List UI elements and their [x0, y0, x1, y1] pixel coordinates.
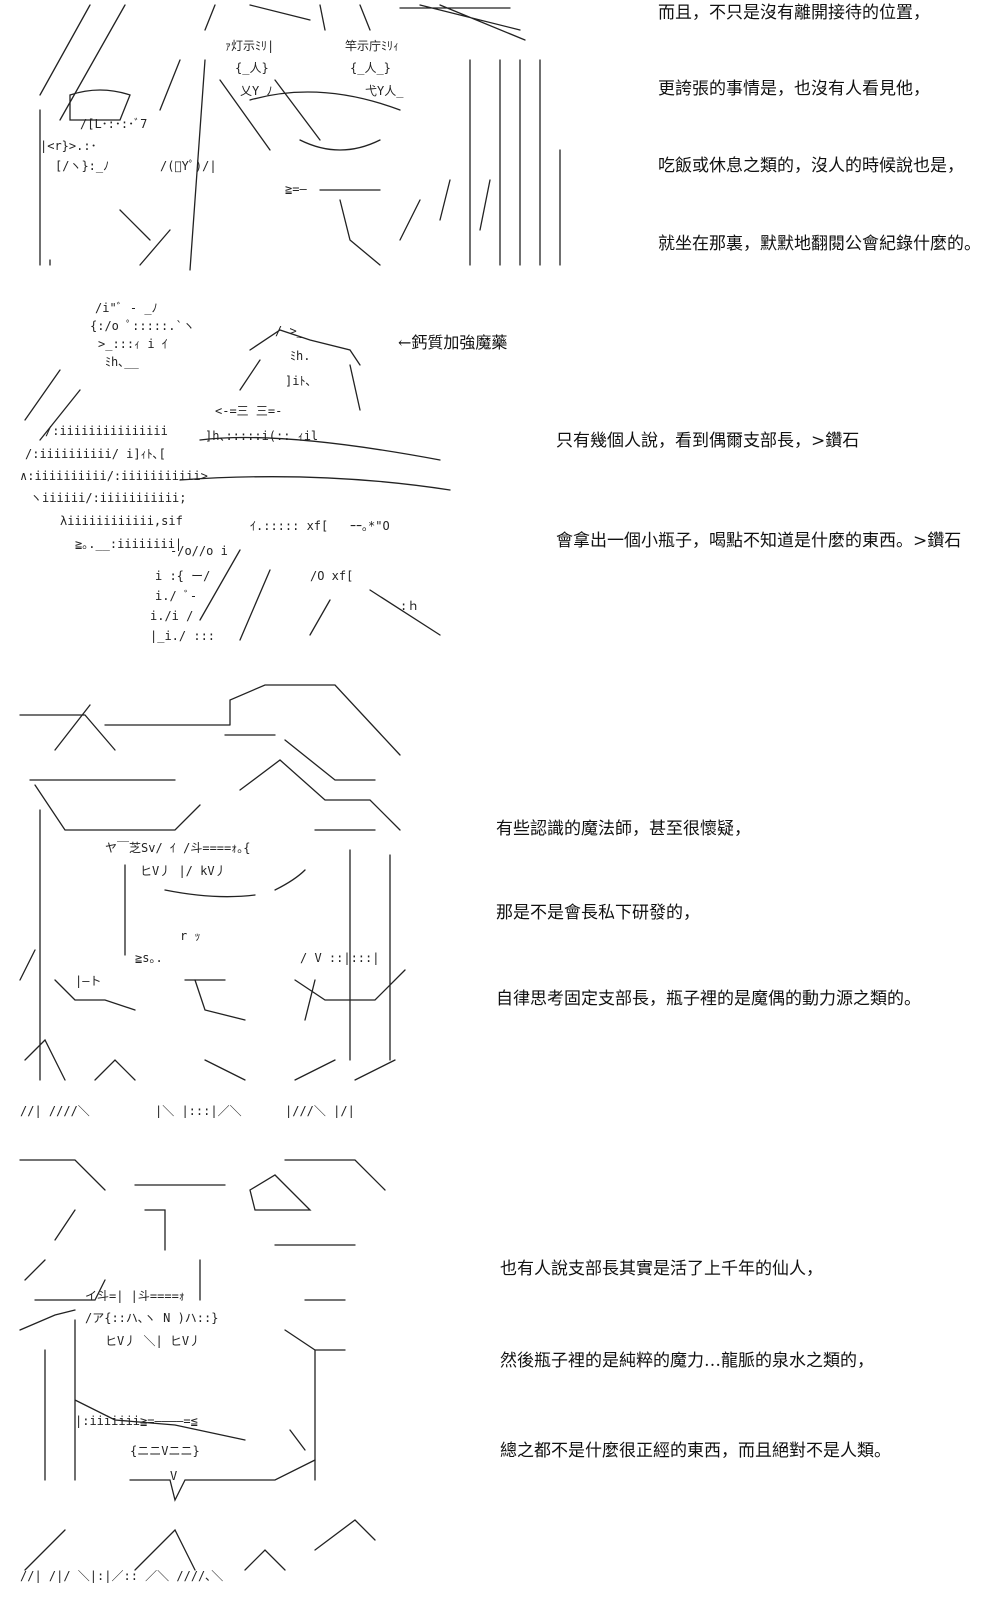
svg-text:ヒV丿 |/ kV丿: ヒV丿 |/ kV丿: [140, 864, 227, 878]
text-line: 就坐在那裏，默默地翻閱公會紀錄什麼的。: [658, 234, 981, 254]
svg-text:]iﾄ､: ]iﾄ､: [285, 374, 311, 388]
svg-text:≧=―: ≧=―: [285, 182, 307, 196]
svg-text:|＼ |:::|／＼: |＼ |:::|／＼: [155, 1104, 242, 1118]
svg-text:<-=三 三=-: <-=三 三=-: [215, 404, 282, 418]
svg-text:i./i /: i./i /: [150, 609, 193, 623]
svg-text:λiiiiiiiiiiii,sif: λiiiiiiiiiiii,sif: [60, 514, 183, 528]
svg-text:ヒV丿 ＼| ヒV丿: ヒV丿 ＼| ヒV丿: [105, 1334, 201, 1348]
svg-text:[/ヽ}:_ﾉ: [/ヽ}:_ﾉ: [55, 159, 109, 173]
svg-text:ｲ.::::: xf[: ｲ.::::: xf[: [250, 519, 328, 533]
svg-text:ヽiiiiii/:iiiiiiiiiii;: ヽiiiiii/:iiiiiiiiiii;: [30, 491, 187, 505]
svg-text:ｰｰ｡*"O: ｰｰ｡*"O: [350, 519, 390, 533]
panel-4: イ斗=| |斗====ｫ /ア{::ハ､ヽ N )ハ::} ヒV丿 ＼| ヒV丿…: [0, 1150, 1000, 1606]
svg-text:/[L･:･:･ﾞ7: /[L･:･:･ﾞ7: [80, 117, 147, 131]
svg-text:ﾐh.: ﾐh.: [290, 349, 310, 363]
svg-text:|_i./ :::: |_i./ :::: [150, 629, 215, 643]
text-line: 自律思考固定支部長，瓶子裡的是魔偶的動力源之類的。: [496, 989, 921, 1009]
text-line: 總之都不是什麼很正經的東西，而且絕對不是人類。: [500, 1441, 891, 1461]
text-line: 那是不是會長私下研發的，: [496, 903, 700, 923]
svg-text:{_人}: {_人}: [235, 61, 269, 75]
svg-text:弋Y人_: 弋Y人_: [365, 84, 404, 98]
svg-text:{_人_}: {_人_}: [350, 61, 391, 75]
text-line: 更誇張的事情是，也沒有人看見他，: [658, 79, 930, 99]
svg-text:/ V ::|:::|: / V ::|:::|: [300, 951, 379, 965]
svg-text:-/o//o i: -/o//o i: [170, 544, 228, 558]
text-line: 吃飯或休息之類的，沒人的時候說也是，: [658, 156, 964, 176]
svg-text:>_:::ｨ i ｲ: >_:::ｨ i ｲ: [98, 337, 168, 351]
svg-text:|<r}>.:･: |<r}>.:･: [40, 139, 97, 153]
svg-text:i./ ﾞ-: i./ ﾞ-: [155, 589, 197, 603]
ascii-art-panel-1: ｧ灯示ﾐﾘ| 竿示庁ﾐﾘｨ {_人} {_人_} 乂Y ﾉ 弋Y人_ /[L･:…: [20, 0, 580, 275]
svg-text:{:/o ﾟ:::::.`ヽ: {:/o ﾟ:::::.`ヽ: [90, 319, 195, 333]
svg-text:≧｡.__:iiiiiiii|: ≧｡.__:iiiiiiii|: [75, 537, 182, 551]
panel-2: /i"ﾞ - _ﾉ {:/o ﾟ:::::.`ヽ >_:::ｨ i ｲ ﾐh､_…: [0, 290, 1000, 660]
svg-text:r ｯ: r ｯ: [180, 929, 200, 943]
ascii-art-panel-3: ヤ￣芝Sv/ ｲ /斗====ｫ｡{ ヒV丿 |/ kV丿 r ｯ ≧s｡. |…: [15, 680, 415, 1130]
svg-text:|―ト: |―ト: [75, 974, 101, 988]
svg-text:乂Y ﾉ: 乂Y ﾉ: [240, 84, 272, 98]
svg-text:/ア{::ハ､ヽ N )ハ::}: /ア{::ハ､ヽ N )ハ::}: [85, 1311, 218, 1325]
svg-text:/i"ﾞ - _ﾉ: /i"ﾞ - _ﾉ: [95, 301, 158, 315]
text-line: 而且，不只是沒有離開接待的位置，: [658, 3, 930, 23]
svg-text:イ斗=| |斗====ｫ: イ斗=| |斗====ｫ: [85, 1289, 185, 1303]
ascii-art-panel-4: イ斗=| |斗====ｫ /ア{::ハ､ヽ N )ハ::} ヒV丿 ＼| ヒV丿…: [15, 1150, 395, 1590]
svg-text:|:iiiiiii≧=――――=≦: |:iiiiiii≧=――――=≦: [75, 1414, 198, 1428]
svg-text:]h､:::::i(:: ｨil: ]h､:::::i(:: ｨil: [205, 429, 318, 443]
text-line: 有些認識的魔法師，甚至很懷疑，: [496, 819, 751, 839]
panel-3: ヤ￣芝Sv/ ｲ /斗====ｫ｡{ ヒV丿 |/ kV丿 r ｯ ≧s｡. |…: [0, 680, 1000, 1140]
svg-text:{ニニVニニ}: {ニニVニニ}: [130, 1444, 200, 1458]
svg-text://| /|/ ＼|:|／:: ／＼ ////､＼: //| /|/ ＼|:|／:: ／＼ ////､＼: [20, 1569, 223, 1583]
svg-text:/:iiiiiiiiii/ i]ｨﾄ､[: /:iiiiiiiiii/ i]ｨﾄ､[: [25, 447, 166, 461]
text-line: 然後瓶子裡的是純粹的魔力…龍脈的泉水之類的，: [500, 1351, 874, 1371]
svg-text:i :{ ー/: i :{ ー/: [155, 569, 210, 583]
svg-text:V: V: [170, 1469, 177, 1483]
text-line: 只有幾個人說，看到偶爾支部長，>鑽石: [556, 431, 860, 451]
svg-text:∧:iiiiiiiiii/:iiiiiiiiiii>: ∧:iiiiiiiiii/:iiiiiiiiiii>: [20, 469, 208, 483]
svg-text:/(ﾟYﾟ)/|: /(ﾟYﾟ)/|: [160, 159, 217, 173]
svg-text://| ////＼: //| ////＼: [20, 1104, 90, 1118]
svg-text:≧s｡.: ≧s｡.: [135, 951, 163, 965]
panel-1: ｧ灯示ﾐﾘ| 竿示庁ﾐﾘｨ {_人} {_人_} 乂Y ﾉ 弋Y人_ /[L･:…: [0, 0, 1000, 280]
svg-text:/O xf[: /O xf[: [310, 569, 353, 583]
svg-text:竿示庁ﾐﾘｨ: 竿示庁ﾐﾘｨ: [345, 38, 399, 53]
ascii-art-panel-2: /i"ﾞ - _ﾉ {:/o ﾟ:::::.`ヽ >_:::ｨ i ｲ ﾐh､_…: [20, 290, 460, 655]
text-line: 也有人說支部長其實是活了上千年的仙人，: [500, 1259, 823, 1279]
svg-text:/:iiiiiiiiiiiiiii: /:iiiiiiiiiiiiiii: [45, 424, 168, 438]
svg-text:ﾐh､__: ﾐh､__: [105, 355, 139, 369]
svg-text:ヤ￣芝Sv/ ｲ /斗====ｫ｡{: ヤ￣芝Sv/ ｲ /斗====ｫ｡{: [105, 840, 250, 855]
svg-text:/ >_: / >_: [275, 324, 305, 338]
annotation-label: ←鈣質加強魔藥: [398, 333, 508, 352]
svg-text:ｧ灯示ﾐﾘ|: ｧ灯示ﾐﾘ|: [225, 39, 274, 53]
text-line: 會拿出一個小瓶子，喝點不知道是什麼的東西。>鑽石: [556, 531, 962, 551]
svg-text:|///＼ |/|: |///＼ |/|: [285, 1104, 355, 1118]
svg-text::ｈ: :ｈ: [400, 599, 419, 613]
